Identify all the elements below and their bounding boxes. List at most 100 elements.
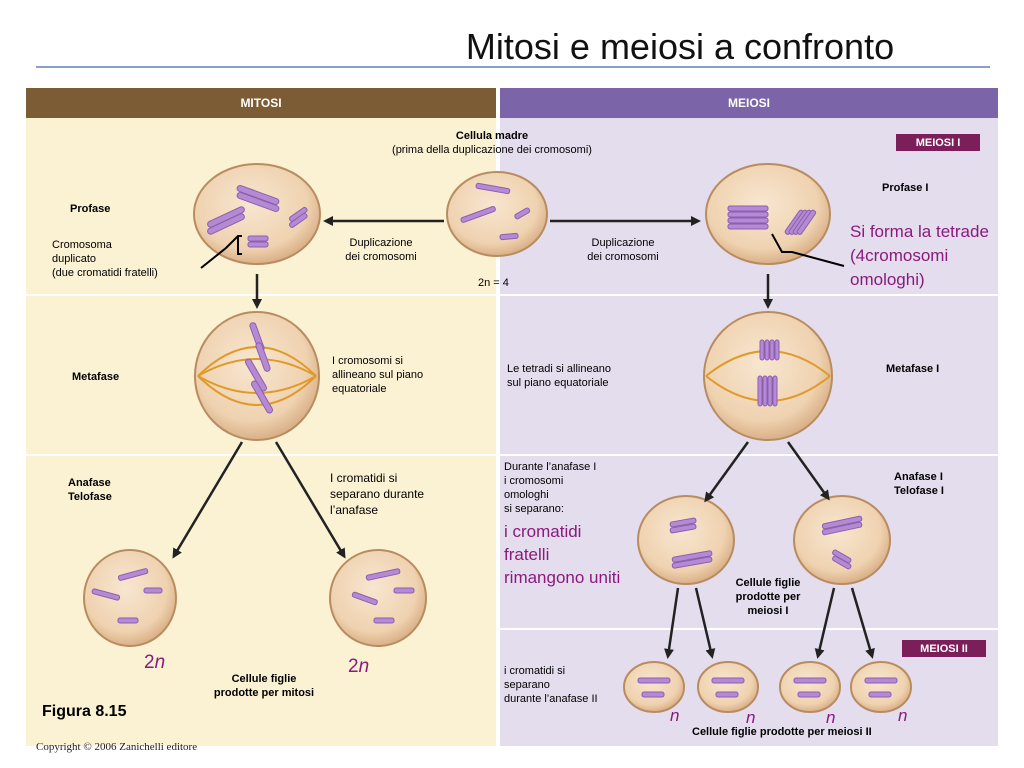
chromosomes-meiosis-1-daughters <box>669 515 863 570</box>
mother-cell-title: Cellula madre <box>455 130 529 142</box>
label-meiosis-1-daughters-line3: meiosi I <box>747 605 789 617</box>
row-divider <box>500 454 998 456</box>
ploidy-n-3: n <box>826 708 836 727</box>
ploidy-right-number: 2 <box>348 656 359 677</box>
label-cromosoma-line1: Cromosoma <box>52 239 112 251</box>
cell-mother <box>446 171 548 257</box>
ploidy-n-4: n <box>898 706 908 725</box>
cell-meiosis-2-daughter-4 <box>850 661 912 713</box>
label-cromosoma-line3: (due cromatidi fratelli) <box>52 267 158 279</box>
label-allineano-line1: I cromosomi si <box>332 355 403 367</box>
cell-meiosis-2-daughter-2 <box>697 661 759 713</box>
title-underline <box>36 66 990 68</box>
ploidy-left-symbol: n <box>154 652 166 673</box>
diagram-drawing <box>83 163 912 713</box>
label-durante-line4: si separano: <box>504 503 564 515</box>
pointer-line-tetrade <box>771 233 845 267</box>
label-metafase-1: Metafase I <box>886 363 940 375</box>
label-cromosoma-line2: duplicato <box>52 253 97 265</box>
label-meiosis-1-daughters-line1: Cellule figlie <box>735 577 801 589</box>
label-separano-2-line2: separano <box>504 679 550 691</box>
label-metafase: Metafase <box>72 371 120 383</box>
label-tetradi-line2: sul piano equatoriale <box>507 377 609 389</box>
label-durante: Durante l’anafase I i cromosomi omologhi… <box>504 460 644 516</box>
label-cromosoma: Cromosoma duplicato (due cromatidi frate… <box>52 238 222 280</box>
label-durante-line1: Durante l’anafase I <box>504 461 597 473</box>
label-telofase-1: Telofase I <box>894 485 944 497</box>
ploidy-n-2: n <box>746 708 756 727</box>
label-tetradi-line1: Le tetradi si allineano <box>507 363 611 375</box>
meiosis-2-badge: MEIOSI II <box>902 640 986 657</box>
label-allineano-line2: allineano sul piano <box>332 369 424 381</box>
chromosomes-mitosis-metafase <box>245 322 273 414</box>
label-allineano: I cromosomi si allineano sul piano equat… <box>332 354 462 396</box>
label-separano-2-line3: durante l’anafase II <box>504 693 598 705</box>
label-durante-line3: omologhi <box>504 489 549 501</box>
pointer-line-cromosoma <box>200 235 242 269</box>
label-uniti: i cromatidi fratelli rimangono uniti <box>504 520 654 589</box>
label-uniti-line1: i cromatidi <box>504 522 582 541</box>
chromosomes-meiosis-metafase <box>757 339 780 407</box>
meiosis-header: MEIOSI <box>500 88 998 118</box>
label-anafase-telofase-1: Anafase I Telofase I <box>894 470 944 498</box>
label-uniti-line2: fratelli <box>504 545 550 564</box>
copyright: Copyright © 2006 Zanichelli editore <box>36 741 198 753</box>
ploidy-right-symbol: n <box>358 656 370 677</box>
label-duplicazione-meiosi-line1: Duplicazione <box>591 237 655 249</box>
comparison-figure: MITOSI MEIOSI MEIOSI I MEIOSI II <box>26 88 998 746</box>
label-duplicazione-meiosi-line2: dei cromosomi <box>587 251 659 263</box>
label-meiosis-1-daughters: Cellule figlie prodotte per meiosi I <box>718 576 818 618</box>
row-divider <box>26 294 496 296</box>
label-tetrade-line2: (4cromosomi <box>850 246 949 265</box>
mitosis-header: MITOSI <box>26 88 496 118</box>
ploidy-n-1: n <box>670 706 680 725</box>
ploidy-right: 2n <box>348 656 369 678</box>
label-mitosis-daughters: Cellule figlie prodotte per mitosi <box>194 672 334 700</box>
cell-meiosis-metafase <box>703 311 833 441</box>
label-separano-line3: l’anafase <box>330 503 379 517</box>
label-meiosis-2-daughters: Cellule figlie prodotte per meiosi II <box>692 726 872 738</box>
cell-mitosis-daughter-right <box>329 549 427 647</box>
label-tetrade-line3: omologhi) <box>850 270 925 289</box>
label-anafase: Anafase <box>68 477 111 489</box>
label-duplicazione-mitosi: Duplicazione dei cromosomi <box>326 236 436 264</box>
chromosomes-mitosis-daughters <box>91 568 415 624</box>
row-divider <box>500 628 998 630</box>
label-tetrade: Si forma la tetrade (4cromosomi omologhi… <box>850 220 1000 292</box>
label-anafase-1: Anafase I <box>894 471 943 483</box>
label-duplicazione-mitosi-line2: dei cromosomi <box>345 251 417 263</box>
label-duplicazione-meiosi: Duplicazione dei cromosomi <box>568 236 678 264</box>
row-divider <box>500 294 998 296</box>
label-duplicazione-mitosi-line1: Duplicazione <box>349 237 413 249</box>
label-mitosis-daughters-line1: Cellule figlie <box>231 673 297 685</box>
label-tetrade-line1: Si forma la tetrade <box>850 222 989 241</box>
label-mitosis-daughters-line2: prodotte per mitosi <box>213 687 315 699</box>
ploidy-left-number: 2 <box>144 652 155 673</box>
ploidy-left: 2n <box>144 652 165 674</box>
label-durante-line2: i cromosomi <box>504 475 564 487</box>
meiosis-1-badge: MEIOSI I <box>896 134 980 151</box>
chromosome-count: 2n = 4 <box>478 277 509 289</box>
label-separano-line2: separano durante <box>330 487 425 501</box>
cell-meiosis-1-daughter-right <box>793 495 891 585</box>
label-meiosis-1-daughters-line2: prodotte per <box>735 591 801 603</box>
chromosomes-mitosis-profase <box>207 185 308 248</box>
label-telofase: Telofase <box>68 491 112 503</box>
mother-cell-subtitle: (prima della duplicazione dei cromosomi) <box>392 144 592 156</box>
row-divider <box>26 454 496 456</box>
label-separano-2-line1: i cromatidi si <box>504 665 566 677</box>
label-profase-1: Profase I <box>882 182 929 194</box>
label-uniti-line3: rimangono uniti <box>504 568 621 587</box>
chromosomes-meiosis-2-daughters <box>637 677 898 698</box>
label-separano: I cromatidi si separano durante l’anafas… <box>330 470 470 518</box>
cell-mitosis-profase <box>193 163 321 265</box>
label-separano-line1: I cromatidi si <box>330 471 398 485</box>
figure-label: Figura 8.15 <box>42 703 127 720</box>
cell-meiosis-2-daughter-3 <box>779 661 841 713</box>
chromosomes-meiosis-profase <box>727 205 817 235</box>
label-tetradi: Le tetradi si allineano sul piano equato… <box>507 362 647 390</box>
chromosomes-mother <box>460 182 531 241</box>
arrows <box>172 216 875 659</box>
cell-mitosis-daughter-left <box>83 549 177 647</box>
slide-title: Mitosi e meiosi a confronto <box>465 26 895 67</box>
